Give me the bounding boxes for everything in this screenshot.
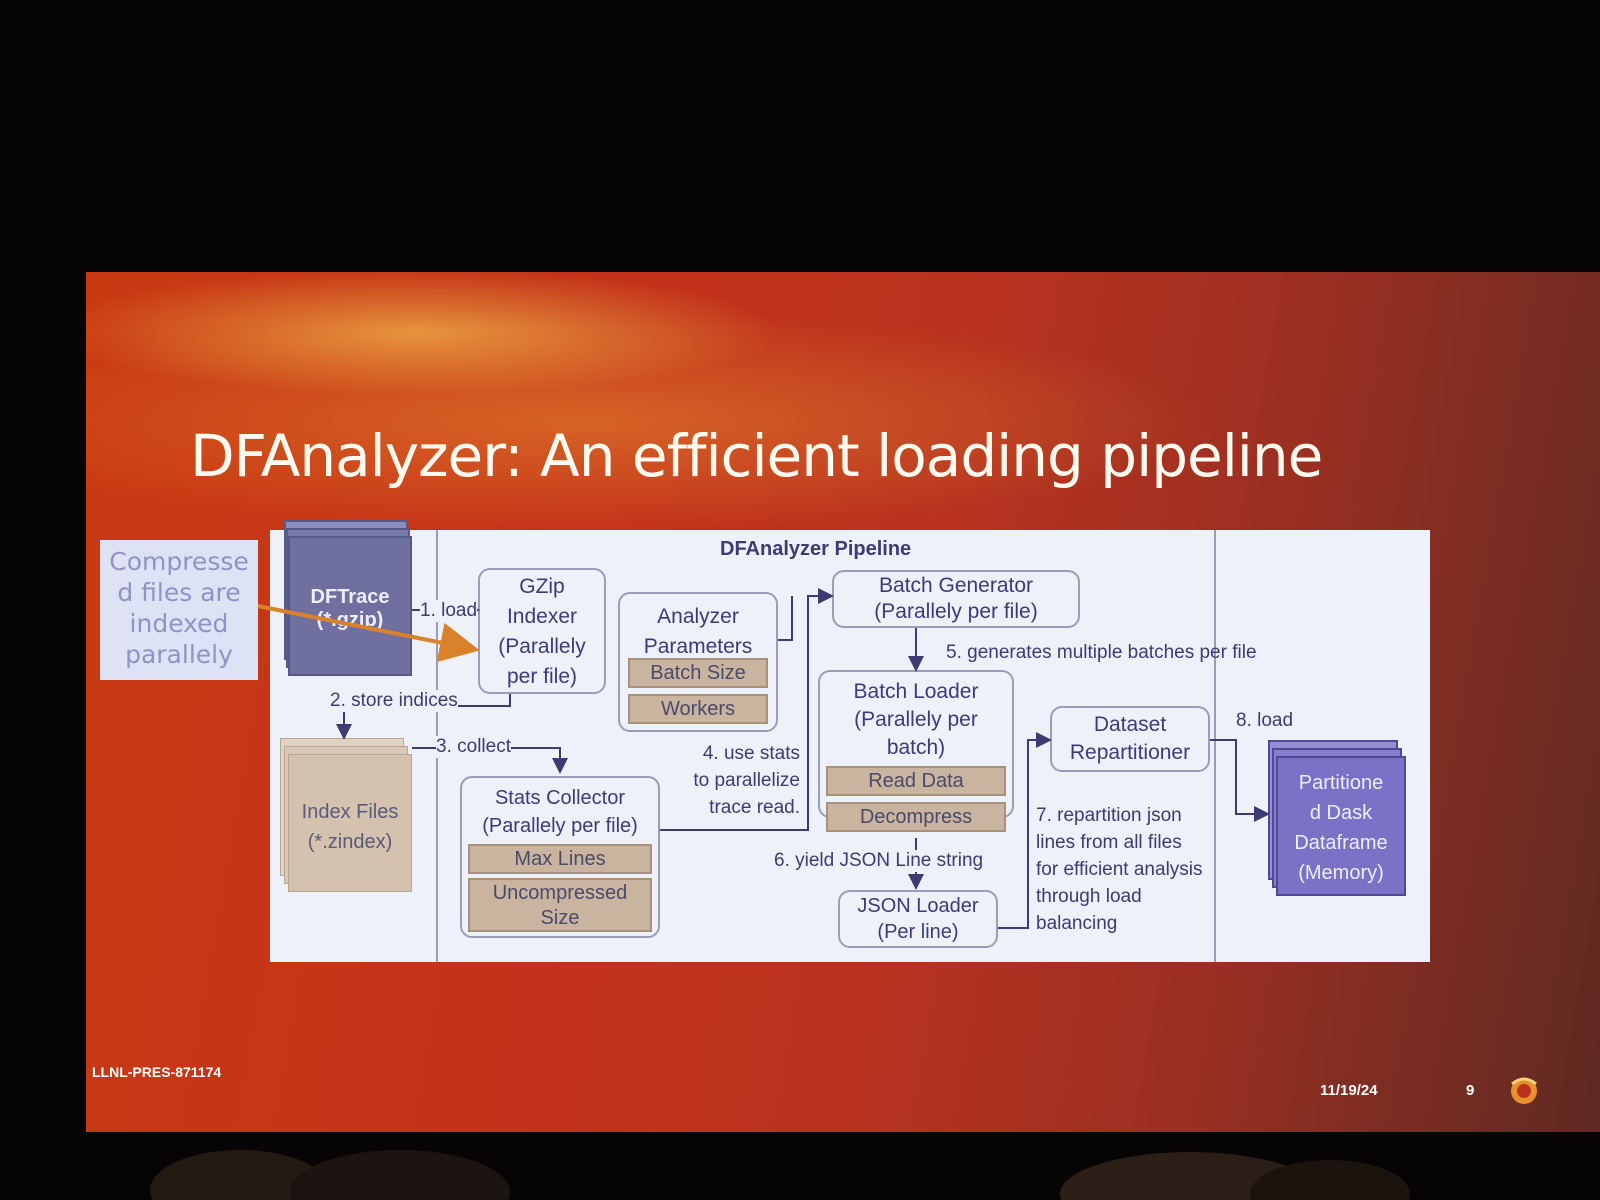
batch-generator: Batch Generator (Parallely per file) bbox=[832, 570, 1080, 628]
step-7-line3: for efficient analysis bbox=[1036, 859, 1203, 880]
callout-line1: Compresse bbox=[109, 547, 249, 576]
gzip-indexer-line4: per file) bbox=[506, 665, 578, 688]
slide-title: DFAnalyzer: An efficient loading pipelin… bbox=[190, 422, 1323, 490]
dftrace-source: DFTrace (*.gzip) bbox=[288, 536, 412, 676]
step-4-line2: to parallelize bbox=[693, 770, 800, 791]
batch-loader-title1: Batch Loader bbox=[853, 680, 979, 703]
index-files-ext: (*.zindex) bbox=[307, 831, 393, 853]
batch-generator-title: Batch Generator bbox=[878, 574, 1034, 597]
gzip-indexer-line3: (Parallely bbox=[498, 635, 586, 658]
stat-max-lines: Max Lines bbox=[468, 844, 652, 874]
callout-line3: indexed bbox=[129, 609, 229, 638]
audience-silhouettes bbox=[150, 1150, 1410, 1200]
gzip-indexer: GZip Indexer (Parallely per file) bbox=[478, 568, 606, 694]
step-5-label: 5. generates multiple batches per file bbox=[946, 642, 1257, 663]
json-loader-sub: (Per line) bbox=[877, 921, 959, 943]
dask-line1: Partitione bbox=[1298, 772, 1384, 794]
stat-uncompressed-size: Uncompressed Size bbox=[468, 878, 652, 932]
footer-date: 11/19/24 bbox=[1320, 1082, 1378, 1099]
index-files: Index Files (*.zindex) bbox=[288, 754, 412, 892]
step-4-label: 4. use stats to parallelize trace read. bbox=[670, 740, 800, 821]
stat-uncompressed-line1: Uncompressed bbox=[492, 882, 628, 904]
analyzer-parameters-title1: Analyzer bbox=[657, 605, 739, 628]
divider-right bbox=[1214, 530, 1216, 962]
dask-line4: (Memory) bbox=[1298, 862, 1384, 884]
page-number: 9 bbox=[1466, 1082, 1475, 1099]
gzip-indexer-line1: GZip bbox=[519, 575, 565, 598]
step-7-line4: through load bbox=[1036, 886, 1142, 907]
step-3-label: 3. collect bbox=[436, 736, 511, 758]
footer-id: LLNL-PRES-871174 bbox=[92, 1064, 222, 1080]
stat-uncompressed-line2: Size bbox=[540, 907, 580, 929]
dask-line3: Dataframe bbox=[1294, 832, 1388, 854]
callout-line2: d files are bbox=[117, 578, 241, 607]
batch-generator-sub: (Parallely per file) bbox=[874, 600, 1038, 623]
dftrace-label: DFTrace bbox=[310, 586, 390, 608]
stats-collector-title1: Stats Collector bbox=[494, 787, 626, 809]
callout-note: Compresse d files are indexed parallely bbox=[100, 540, 258, 680]
step-4-line1: 4. use stats bbox=[702, 743, 800, 764]
dftrace-ext: (*.gzip) bbox=[316, 609, 384, 631]
step-6-label: 6. yield JSON Line string bbox=[774, 850, 984, 872]
gzip-indexer-line2: Indexer bbox=[506, 605, 578, 628]
repartitioner-line2: Repartitioner bbox=[1069, 741, 1191, 764]
param-workers: Workers bbox=[628, 694, 768, 724]
callout-line4: parallely bbox=[125, 640, 233, 669]
repartitioner-line1: Dataset bbox=[1093, 713, 1167, 736]
presentation-slide: DFAnalyzer: An efficient loading pipelin… bbox=[86, 272, 1600, 1132]
step-7-line2: lines from all files bbox=[1036, 832, 1182, 853]
param-batch-size: Batch Size bbox=[628, 658, 768, 688]
loader-read-data: Read Data bbox=[826, 766, 1006, 796]
json-loader: JSON Loader (Per line) bbox=[838, 890, 998, 948]
analyzer-parameters-title2: Parameters bbox=[643, 635, 753, 658]
diagram-title: DFAnalyzer Pipeline bbox=[720, 538, 912, 560]
dataset-repartitioner: Dataset Repartitioner bbox=[1050, 706, 1210, 772]
stats-collector-title2: (Parallely per file) bbox=[482, 815, 638, 837]
llnl-logo-icon bbox=[1511, 1077, 1537, 1104]
step-4-line3: trace read. bbox=[709, 797, 800, 818]
callout-arrow bbox=[257, 604, 480, 662]
loader-decompress: Decompress bbox=[826, 802, 1006, 832]
step-7-label: 7. repartition json lines from all files… bbox=[1036, 802, 1203, 937]
batch-loader-title2: (Parallely per bbox=[854, 708, 978, 731]
step-1-label: 1. load bbox=[420, 600, 478, 622]
step-7-line5: balancing bbox=[1036, 913, 1118, 934]
step-8-label: 8. load bbox=[1236, 710, 1294, 731]
dask-line2: d Dask bbox=[1309, 802, 1373, 824]
dask-dataframe: Partitione d Dask Dataframe (Memory) bbox=[1276, 756, 1406, 896]
step-2-label: 2. store indices bbox=[330, 690, 458, 712]
step-7-line1: 7. repartition json bbox=[1036, 805, 1182, 826]
json-loader-title: JSON Loader bbox=[857, 895, 979, 917]
pipeline-diagram: DFAnalyzer Pipeline DFTrace (*.gzip) Ind… bbox=[270, 520, 1430, 962]
index-files-label: Index Files bbox=[301, 801, 399, 823]
batch-loader-title3: batch) bbox=[886, 736, 946, 759]
